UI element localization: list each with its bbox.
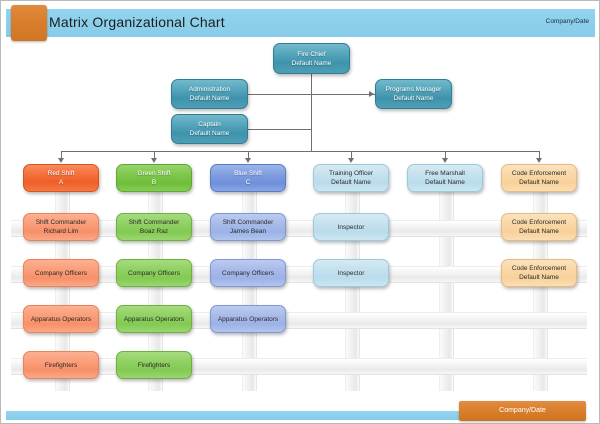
column-header-free-marshall[interactable]: Free Marshall Default Name (407, 164, 483, 192)
node-green-shift-r3[interactable]: Apparatus Operators (116, 305, 192, 333)
node-label: Free Marshall Default Name (425, 170, 465, 186)
node-label: Firefighters (44, 361, 78, 369)
node-blue-shift-r3[interactable]: Apparatus Operators (210, 305, 286, 333)
node-label: Apparatus Operators (217, 315, 279, 323)
connector-line (154, 151, 155, 159)
connector-line (311, 94, 375, 95)
node-green-shift-r1[interactable]: Shift Commander Boaz Raz (116, 213, 192, 241)
column-header-red-shift[interactable]: Red Shift A (23, 164, 99, 192)
node-blue-shift-r1[interactable]: Shift Commander James Bean (210, 213, 286, 241)
connector-arrow (150, 158, 157, 163)
node-label: Apparatus Operators (30, 315, 92, 323)
node-label: Company Officers (222, 269, 274, 277)
column-header-training-officer[interactable]: Training Officer Default Name (313, 164, 389, 192)
connector-arrow (369, 90, 374, 97)
connector-arrow (441, 158, 448, 163)
column-header-green-shift[interactable]: Green Shift B (116, 164, 192, 192)
node-label: Code Enforcement Default Name (511, 219, 567, 235)
node-label: Programs Manager Default Name (385, 86, 442, 102)
connector-line (539, 151, 540, 159)
node-fire-chief[interactable]: Fire Chief Default Name (273, 43, 350, 74)
connector-arrow (57, 158, 64, 163)
node-label: Shift Commander Boaz Raz (128, 219, 180, 235)
footer-company-date: Company/Date (499, 407, 546, 414)
node-training-officer-r1[interactable]: Inspector (313, 213, 389, 241)
node-training-officer-r2[interactable]: Inspector (313, 259, 389, 287)
matrix-column-band (438, 190, 454, 391)
node-label: Shift Commander James Bean (222, 219, 274, 235)
node-label: Code Enforcement Default Name (511, 170, 567, 186)
node-label: Captain Default Name (189, 121, 230, 137)
connector-line (311, 74, 312, 151)
connector-line (351, 151, 352, 159)
page-title: Matrix Organizational Chart (49, 14, 225, 30)
node-label: Inspector (337, 223, 365, 231)
connector-arrow (347, 158, 354, 163)
node-label: Firefighters (137, 361, 171, 369)
node-red-shift-r2[interactable]: Company Officers (23, 259, 99, 287)
node-green-shift-r2[interactable]: Company Officers (116, 259, 192, 287)
node-red-shift-r1[interactable]: Shift Commander Richard Lim (23, 213, 99, 241)
node-label: Company Officers (128, 269, 180, 277)
footer-bar (6, 411, 461, 420)
connector-line (248, 151, 249, 159)
node-label: Inspector (337, 269, 365, 277)
footer-company-date-box: Company/Date (459, 401, 586, 421)
connector-arrow (535, 158, 542, 163)
node-programs-manager[interactable]: Programs Manager Default Name (375, 79, 452, 109)
node-red-shift-r4[interactable]: Firefighters (23, 351, 99, 379)
node-code-enforcement-r2[interactable]: Code Enforcement Default Name (501, 259, 577, 287)
connector-line (445, 151, 446, 159)
connector-line (248, 129, 311, 130)
connector-line (61, 151, 539, 152)
node-label: Company Officers (35, 269, 87, 277)
node-label: Training Officer Default Name (328, 170, 374, 186)
column-header-blue-shift[interactable]: Blue Shift C (210, 164, 286, 192)
connector-arrow (244, 158, 251, 163)
node-code-enforcement-r1[interactable]: Code Enforcement Default Name (501, 213, 577, 241)
header-accent-square (11, 5, 47, 41)
node-label: Code Enforcement Default Name (511, 265, 567, 281)
connector-line (61, 151, 62, 159)
node-green-shift-r4[interactable]: Firefighters (116, 351, 192, 379)
connector-line (248, 94, 311, 95)
node-label: Administration Default Name (188, 86, 231, 102)
node-label: Red Shift A (47, 170, 75, 186)
node-red-shift-r3[interactable]: Apparatus Operators (23, 305, 99, 333)
column-header-code-enforcement[interactable]: Code Enforcement Default Name (501, 164, 577, 192)
header-company-date: Company/Date (545, 18, 589, 25)
node-label: Fire Chief Default Name (291, 50, 332, 67)
node-captain[interactable]: Captain Default Name (171, 114, 248, 144)
node-label: Green Shift B (137, 170, 171, 186)
node-blue-shift-r2[interactable]: Company Officers (210, 259, 286, 287)
header-bar (6, 9, 595, 37)
node-administration[interactable]: Administration Default Name (171, 79, 248, 109)
node-label: Shift Commander Richard Lim (35, 219, 87, 235)
node-label: Apparatus Operators (123, 315, 185, 323)
node-label: Blue Shift C (234, 170, 262, 186)
